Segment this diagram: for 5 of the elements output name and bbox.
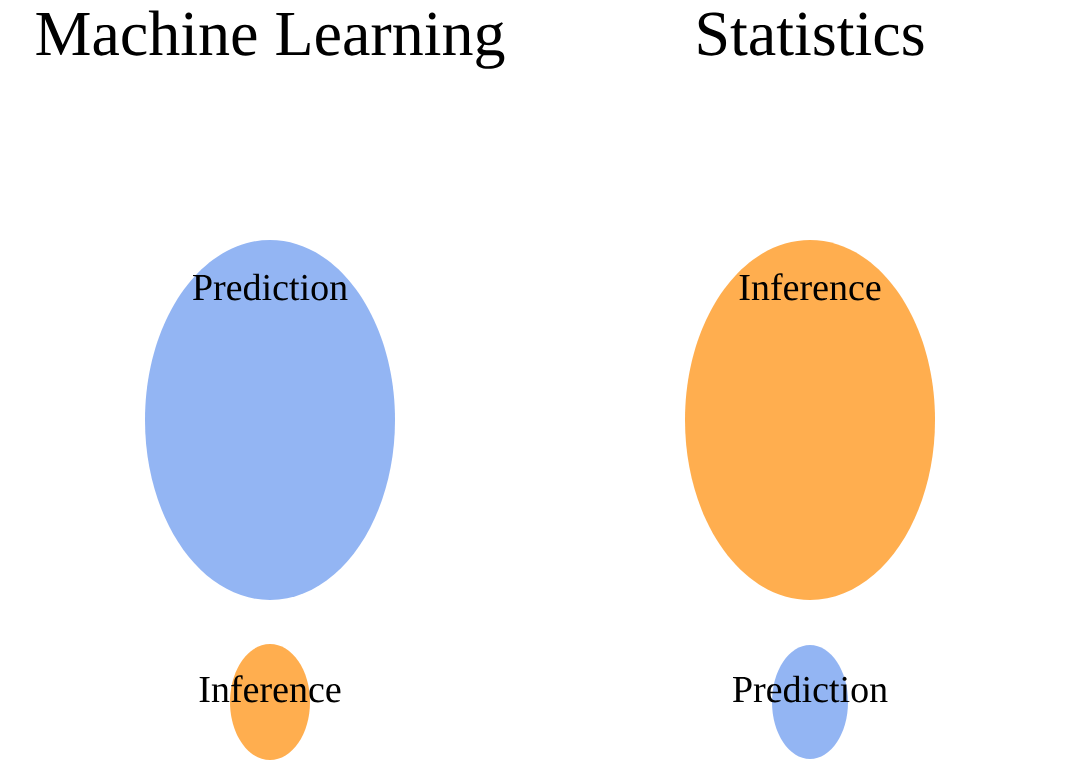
ellipse-node: Prediction — [733, 645, 888, 759]
ellipse-node: Inference — [685, 240, 935, 600]
ellipse-node: Prediction — [145, 240, 395, 600]
heading: Machine Learning — [36, 10, 505, 69]
heading: Statistics — [698, 12, 924, 56]
